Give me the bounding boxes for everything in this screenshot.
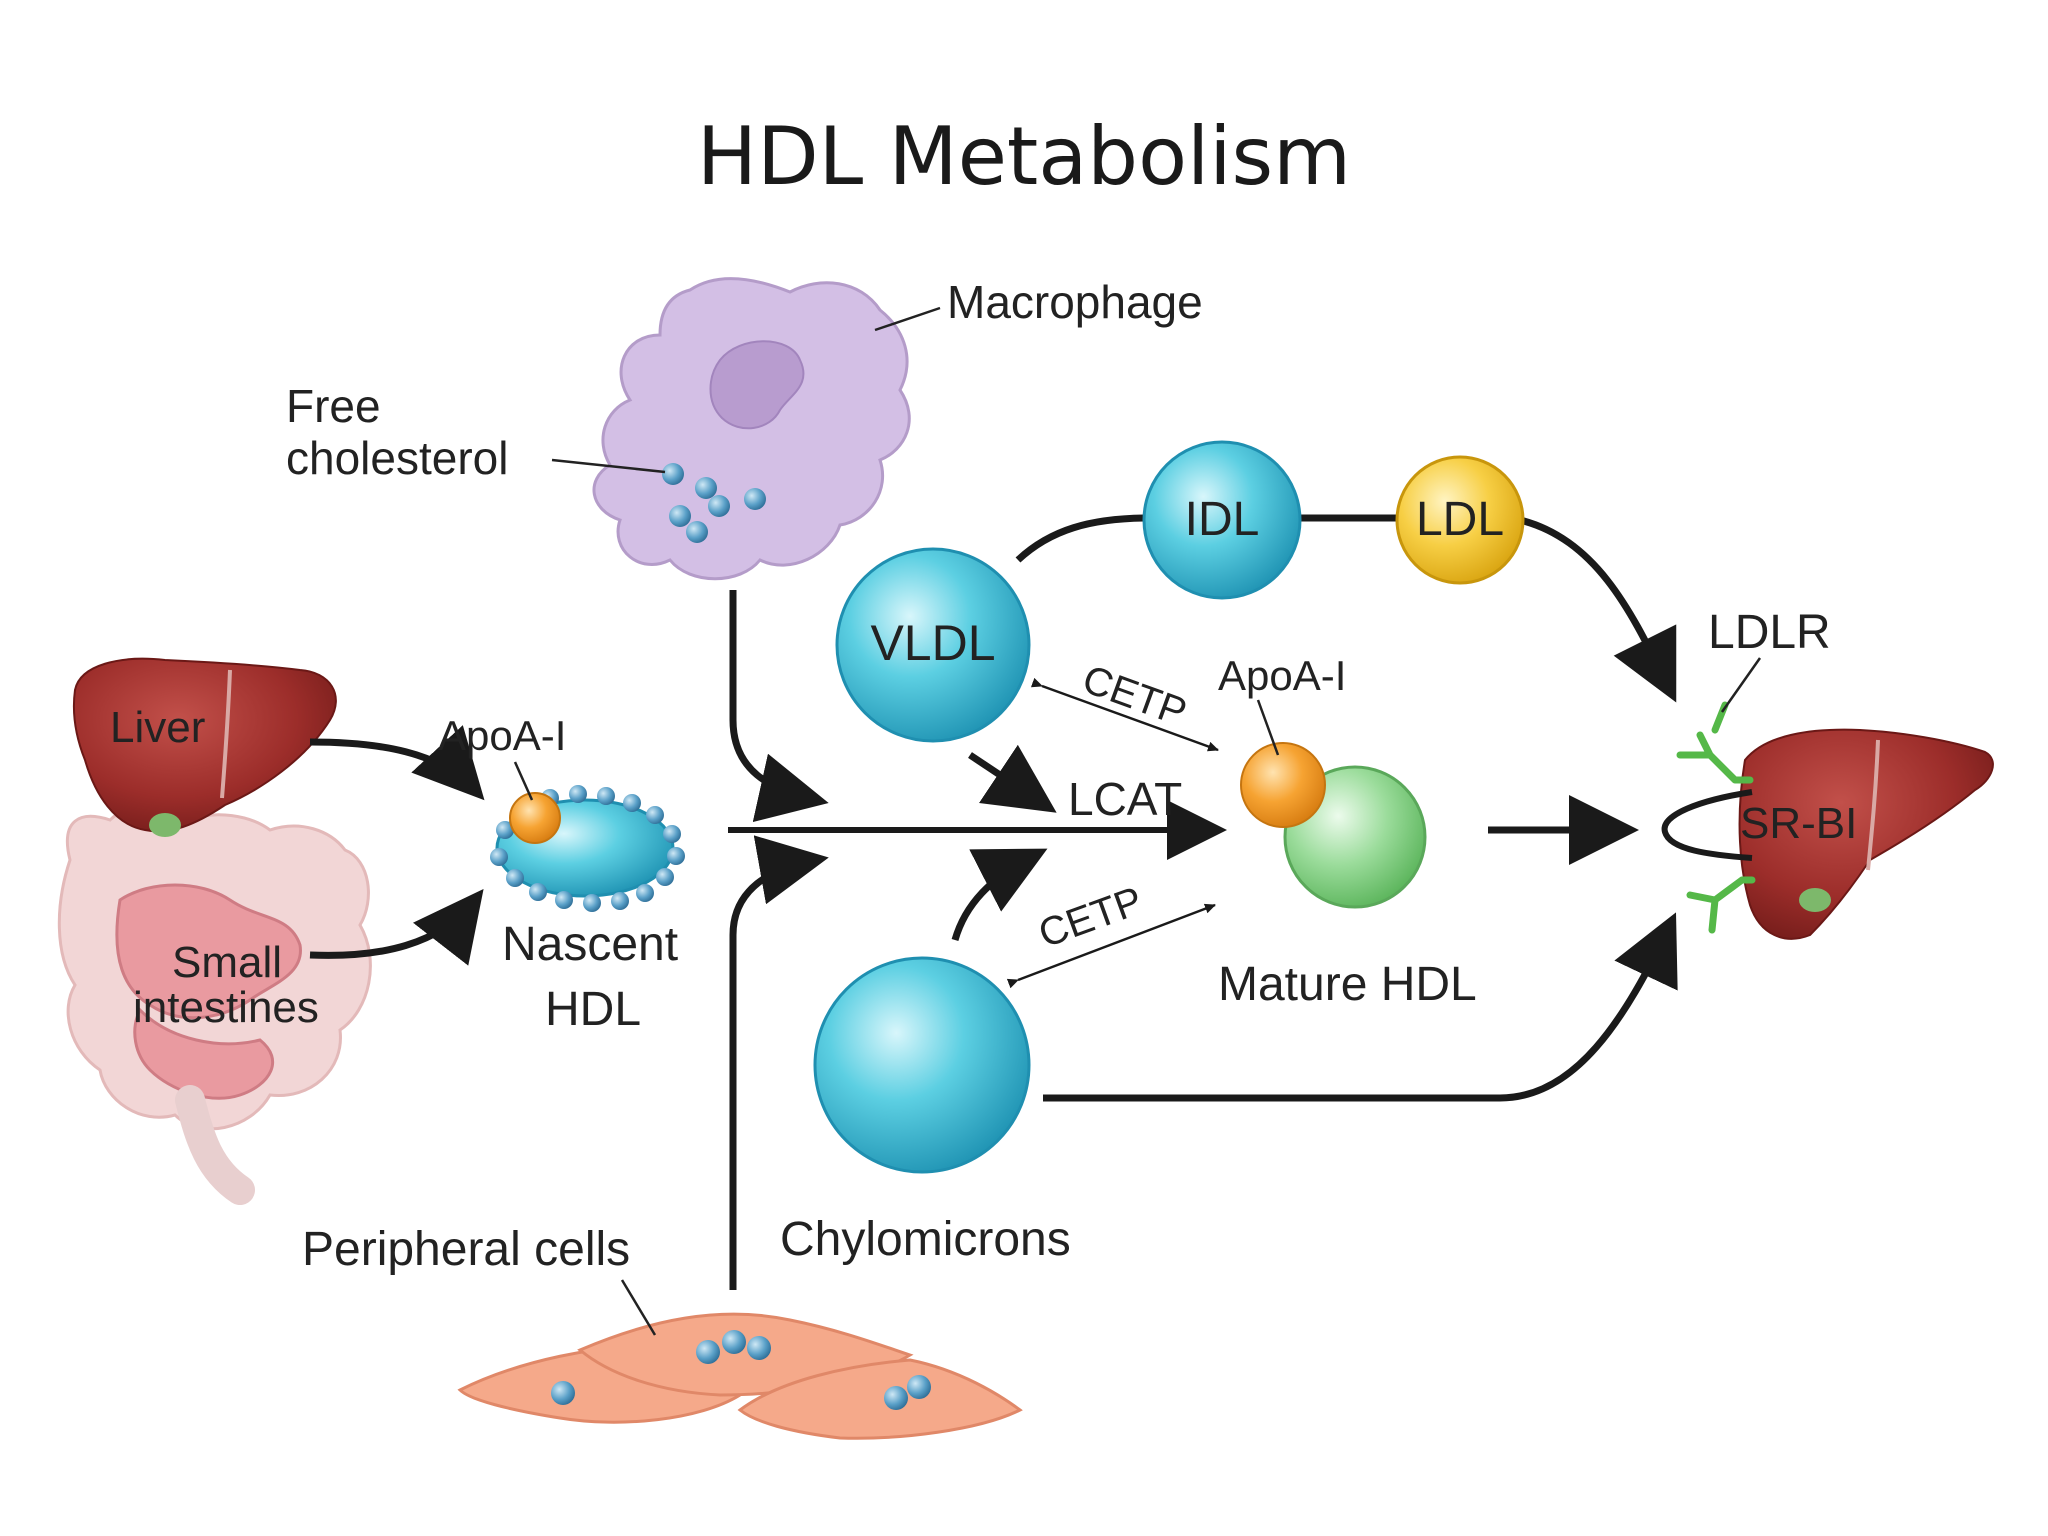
small-intestines bbox=[57, 805, 372, 1205]
apoa1-nascent-label: ApoA-I bbox=[438, 712, 566, 759]
mature-hdl-particle bbox=[1240, 699, 1427, 909]
idl-label: IDL bbox=[1185, 493, 1260, 546]
nascent-hdl-label-line1: Nascent bbox=[502, 918, 678, 971]
cetp-bottom-arrow bbox=[1006, 903, 1216, 989]
chylomicrons-label: Chylomicrons bbox=[780, 1213, 1071, 1266]
free-cholesterol-label-line2: cholesterol bbox=[286, 432, 508, 484]
vldl-particle bbox=[835, 547, 1031, 743]
arrow-peripheral-cells-up bbox=[729, 835, 829, 1290]
vldl-label: VLDL bbox=[870, 615, 995, 671]
macrophage-label: Macrophage bbox=[947, 276, 1203, 328]
liver-right bbox=[1738, 728, 1994, 940]
sr-bi-loop bbox=[1661, 789, 1753, 861]
nascent-hdl-particle bbox=[490, 761, 685, 912]
arrow-liver-to-nascent-hdl bbox=[309, 725, 485, 801]
arrow-chylomicrons-to-liver bbox=[1043, 912, 1678, 1102]
small-intestines-label-line1: Small bbox=[172, 938, 282, 987]
free-cholesterol-droplets bbox=[662, 463, 766, 543]
peripheral-cells-label: Peripheral cells bbox=[302, 1223, 630, 1276]
cetp-bottom-label: CETP bbox=[1033, 879, 1148, 957]
apoa1-mature-label: ApoA-I bbox=[1218, 652, 1346, 699]
peripheral-cells bbox=[457, 1279, 1023, 1440]
cetp-top-label: CETP bbox=[1077, 657, 1192, 735]
arrow-ldl-to-ldlr bbox=[1519, 516, 1677, 703]
ldlr-receptor-icon bbox=[1676, 701, 1754, 784]
macrophage bbox=[551, 277, 941, 581]
macrophage-nucleus bbox=[709, 340, 805, 430]
liver-left bbox=[72, 657, 337, 837]
arrow-macrophage-down bbox=[729, 590, 829, 823]
arrow-intestines-to-nascent-hdl bbox=[309, 888, 484, 966]
sr-bi-label: SR-BI bbox=[1740, 799, 1857, 848]
cetp-top-arrow bbox=[1030, 677, 1219, 752]
mature-hdl-label: Mature HDL bbox=[1218, 958, 1477, 1011]
srbi-receptor-icon bbox=[1686, 876, 1756, 934]
connector-vldl-idl bbox=[1015, 514, 1151, 563]
idl-particle bbox=[1142, 440, 1302, 600]
free-cholesterol-label-line1: Free bbox=[286, 380, 381, 432]
arrow-chylomicrons-to-lcat bbox=[951, 848, 1048, 941]
ldlr-label: LDLR bbox=[1708, 606, 1831, 659]
arrow-vldl-to-lcat bbox=[968, 744, 1057, 813]
lcat-label: LCAT bbox=[1068, 773, 1182, 825]
ldl-particle bbox=[1395, 455, 1525, 585]
page-title: HDL Metabolism bbox=[696, 110, 1352, 203]
small-intestines-label-line2: intestines bbox=[133, 983, 319, 1032]
ldl-label: LDL bbox=[1416, 493, 1504, 546]
chylomicron-particle bbox=[813, 956, 1031, 1174]
nascent-hdl-label-line2: HDL bbox=[545, 983, 641, 1036]
liver-label: Liver bbox=[110, 703, 205, 752]
